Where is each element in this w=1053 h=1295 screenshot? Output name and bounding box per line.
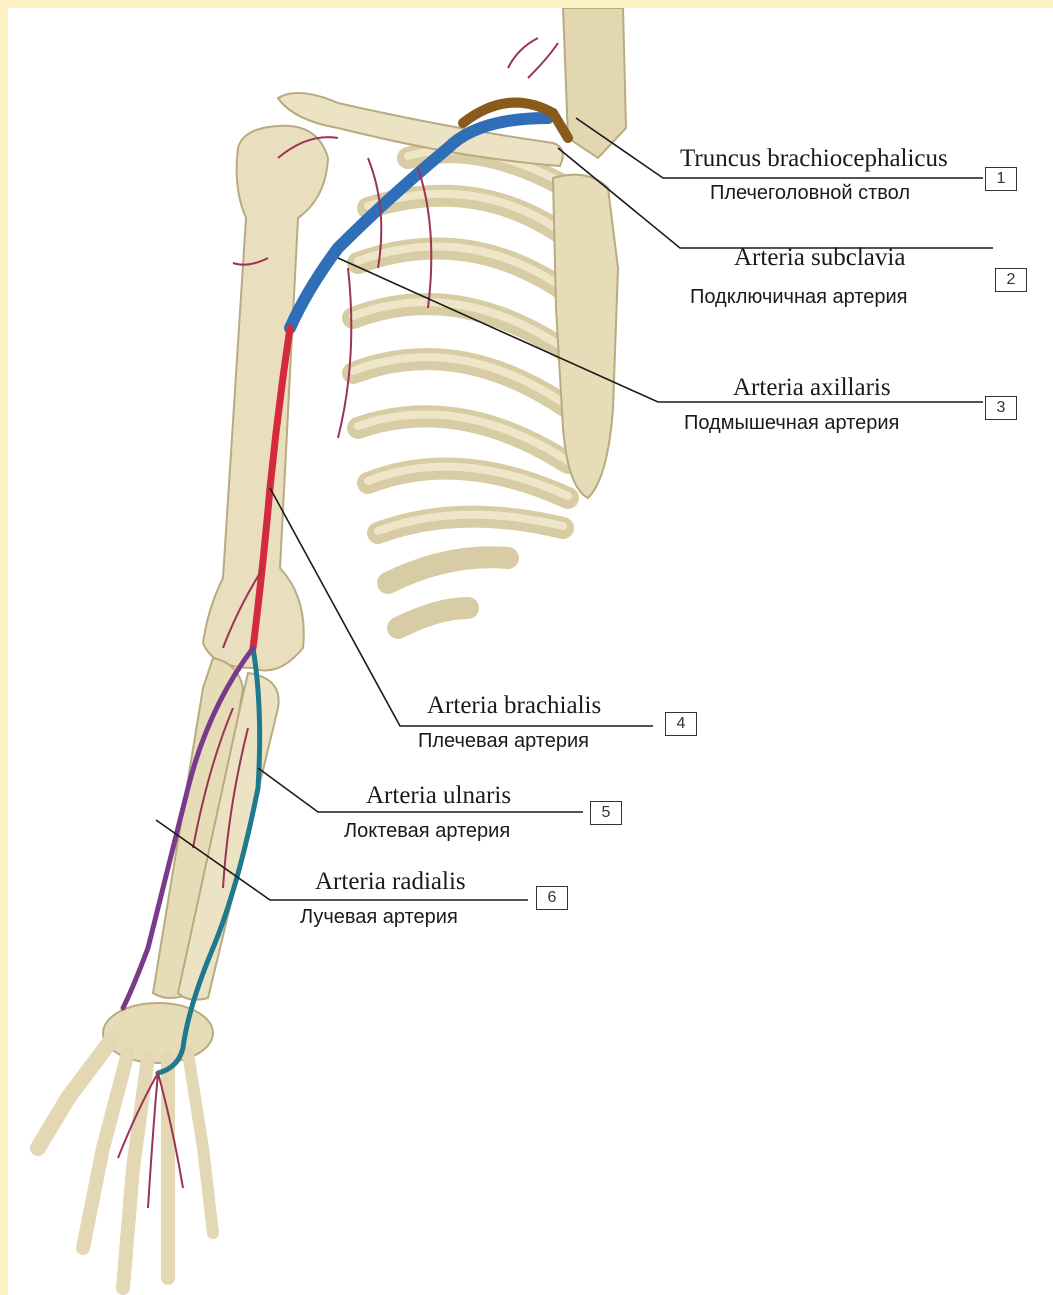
label-6-russian: Лучевая артерия [300,906,458,929]
label-2-number: 2 [995,268,1027,292]
label-4-latin: Arteria brachialis [427,692,601,720]
illustration-canvas: Truncus brachiocephalicus Плечеголовной … [8,8,1053,1295]
label-1-russian: Плечеголовной ствол [710,182,910,205]
label-2-russian: Подключичная артерия [690,286,908,309]
label-4-number: 4 [665,712,697,736]
humerus [203,126,328,671]
label-3-russian: Подмышечная артерия [684,412,899,435]
label-4-russian: Плечевая артерия [418,730,589,753]
label-6-latin: Arteria radialis [315,868,466,896]
spine [563,8,626,158]
label-5-latin: Arteria ulnaris [366,782,511,810]
hand [38,1003,213,1288]
label-2-latin: Arteria subclavia [734,244,905,272]
label-5-russian: Локтевая артерия [344,820,510,843]
label-1-number: 1 [985,167,1017,191]
label-1-latin: Truncus brachiocephalicus [680,145,948,173]
label-6-number: 6 [536,886,568,910]
label-3-number: 3 [985,396,1017,420]
label-5-number: 5 [590,801,622,825]
label-3-latin: Arteria axillaris [733,374,891,402]
